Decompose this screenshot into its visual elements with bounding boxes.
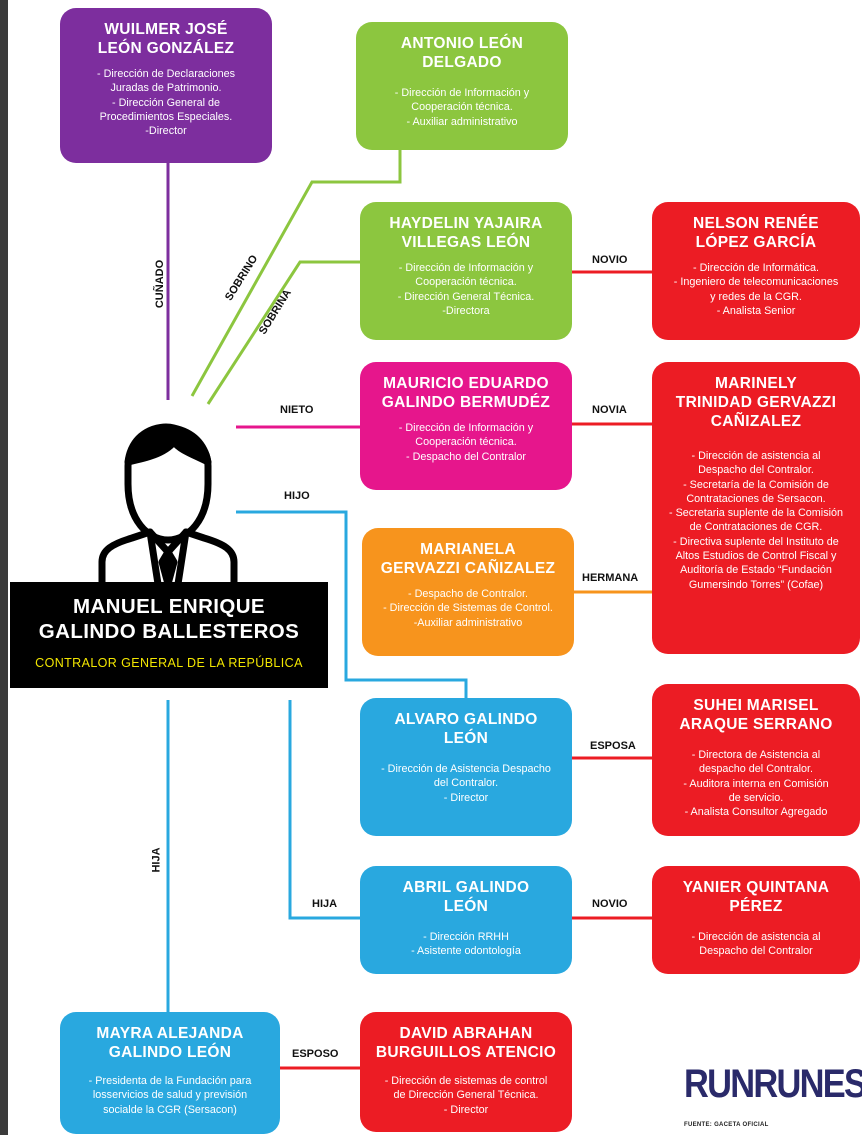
node-line: de servicio. [728, 791, 784, 804]
node-line: - Director [443, 791, 489, 804]
node-line: y redes de la CGR. [710, 290, 802, 303]
relation-label-novia: NOVIA [592, 404, 627, 416]
node-mayra: MAYRA ALEJANDA GALINDO LEÓN - Presidenta… [60, 1012, 280, 1134]
node-line: losservicios de salud y previsión [92, 1089, 248, 1102]
node-line: despacho del Contralor. [698, 763, 814, 776]
left-edge-bar [0, 0, 8, 1135]
node-antonio: ANTONIO LEÓN DELGADO - Dirección de Info… [356, 22, 568, 150]
relation-label-hija-mayra: HIJA [150, 847, 163, 873]
node-line: - Dirección de Informática. [692, 262, 819, 274]
line-sobrina [206, 260, 360, 405]
relation-label-novio-yanier: NOVIO [592, 898, 628, 910]
relation-label-novio-nelson: NOVIO [592, 254, 628, 266]
node-line: Contrataciones de Sersacon. [686, 492, 826, 505]
node-name: MARINELY TRINIDAD GERVAZZI CAÑIZALEZ [675, 375, 837, 430]
node-wuilmer: WUILMER JOSÉ LEÓN GONZÁLEZ - Dirección d… [60, 8, 272, 163]
central-name: MANUEL ENRIQUE GALINDO BALLESTEROS [38, 595, 300, 643]
node-abril: ABRIL GALINDO LEÓN - Dirección RRHH - As… [360, 866, 572, 974]
node-name: YANIER QUINTANA PÉREZ [682, 879, 830, 915]
relation-label-esposa: ESPOSA [590, 740, 636, 752]
node-line: Cooperación técnica. [411, 101, 513, 114]
node-line: - Dirección RRHH [423, 931, 509, 943]
node-line: Gumersindo Torres” (Cofae) [688, 578, 824, 591]
node-david: DAVID ABRAHAN BURGUILLOS ATENCIO - Direc… [360, 1012, 572, 1132]
node-yanier: YANIER QUINTANA PÉREZ - Dirección de asi… [652, 866, 860, 974]
node-line: - Secretaria suplente de la Comisión [668, 507, 844, 520]
source-note: FUENTE: GACETA OFICIAL [684, 1122, 769, 1128]
node-line: socialde la CGR (Sersacon) [103, 1103, 237, 1116]
node-line: de Contrataciones de CGR. [689, 521, 823, 534]
node-marinely: MARINELY TRINIDAD GERVAZZI CAÑIZALEZ - D… [652, 362, 860, 654]
node-name: HAYDELIN YAJAIRA VILLEGAS LEÓN [389, 215, 543, 251]
node-line: - Directora de Asistencia al [691, 749, 821, 761]
node-line: - Analista Senior [716, 304, 796, 317]
line-hijo [236, 510, 468, 698]
node-line: - Auditora interna en Comisión [683, 777, 829, 790]
node-name: WUILMER JOSÉ LEÓN GONZÁLEZ [97, 21, 235, 57]
node-line: - Dirección de Declaraciones [96, 68, 236, 80]
node-name: ALVARO GALINDO LEÓN [394, 711, 538, 747]
node-name: MARIANELA GERVAZZI CAÑIZALEZ [380, 541, 556, 577]
node-line: - Analista Consultor Agregado [684, 806, 828, 819]
node-line: - Ingeniero de telecomunicaciones [673, 276, 839, 289]
node-line: - Presidenta de la Fundación para [88, 1075, 252, 1087]
node-line: - Auxiliar administrativo [406, 115, 518, 128]
node-line: - Dirección de sistemas de control [384, 1075, 548, 1087]
node-line: - Directiva suplente del Instituto de [673, 535, 839, 548]
node-name: MAURICIO EDUARDO GALINDO BERMUDÉZ [381, 375, 551, 411]
node-line: - Dirección de Asistencia Despacho [381, 763, 551, 775]
node-line: - Dirección General Técnica. [397, 290, 535, 303]
node-line: Juradas de Patrimonio. [110, 82, 222, 95]
runrunes-logo: RUNRUNES [684, 1062, 862, 1106]
node-line: -Director [145, 125, 187, 138]
node-name: NELSON RENÉE LÓPEZ GARCÍA [693, 215, 819, 251]
line-hija-abril [288, 700, 362, 920]
node-mauricio: MAURICIO EDUARDO GALINDO BERMUDÉZ - Dire… [360, 362, 572, 490]
node-marianela: MARIANELA GERVAZZI CAÑIZALEZ - Despacho … [362, 528, 574, 656]
node-line: Procedimientos Especiales. [99, 110, 233, 123]
node-line: - Dirección de asistencia al [691, 931, 821, 943]
node-alvaro: ALVARO GALINDO LEÓN - Dirección de Asist… [360, 698, 572, 836]
relation-label-hijo: HIJO [284, 490, 310, 502]
node-line: - Dirección de asistencia al [691, 450, 821, 462]
node-line: Cooperación técnica. [415, 276, 517, 289]
node-line: - Secretaría de la Comisión de [683, 478, 829, 491]
line-sobrino [190, 150, 402, 397]
relation-label-cunado: CUÑADO [154, 259, 167, 309]
relation-label-hermana: HERMANA [582, 572, 639, 584]
relation-label-nieto: NIETO [280, 404, 314, 416]
node-line: Auditoría de Estado “Fundación [680, 564, 832, 577]
node-line: de Dirección General Técnica. [393, 1089, 539, 1102]
central-title: CONTRALOR GENERAL DE LA REPÚBLICA [35, 656, 303, 670]
relation-label-esposo: ESPOSO [292, 1048, 339, 1060]
node-line: - Dirección de Sistemas de Control. [383, 602, 553, 615]
node-line: Despacho del Contralor [699, 945, 813, 958]
node-name: ANTONIO LEÓN DELGADO [400, 35, 524, 71]
node-line: Cooperación técnica. [415, 436, 517, 449]
node-line: - Dirección de Información y [398, 262, 534, 274]
node-nelson: NELSON RENÉE LÓPEZ GARCÍA - Dirección de… [652, 202, 860, 340]
node-line: Altos Estudios de Control Fiscal y [675, 550, 837, 563]
node-line: -Auxiliar administrativo [413, 616, 523, 629]
node-line: - Despacho de Contralor. [407, 588, 529, 600]
node-line: - Dirección de Información y [398, 422, 534, 434]
node-suhei: SUHEI MARISEL ARAQUE SERRANO - Directora… [652, 684, 860, 836]
node-name: SUHEI MARISEL ARAQUE SERRANO [679, 697, 833, 733]
node-name: ABRIL GALINDO LEÓN [402, 879, 530, 915]
central-person-panel: MANUEL ENRIQUE GALINDO BALLESTEROS CONTR… [10, 582, 328, 688]
node-name: MAYRA ALEJANDA GALINDO LEÓN [96, 1025, 244, 1061]
node-name: DAVID ABRAHAN BURGUILLOS ATENCIO [375, 1025, 557, 1061]
node-line: Despacho del Contralor. [698, 464, 814, 477]
node-line: -Directora [442, 304, 490, 317]
node-haydelin: HAYDELIN YAJAIRA VILLEGAS LEÓN - Direcci… [360, 202, 572, 340]
relation-label-hija-abril: HIJA [312, 898, 338, 910]
node-line: - Asistente odontología [411, 945, 521, 958]
person-avatar-icon [98, 423, 238, 586]
node-line: - Despacho del Contralor [405, 450, 527, 463]
node-line: del Contralor. [433, 777, 499, 790]
node-line: - Dirección General de [111, 96, 221, 109]
node-line: - Dirección de Información y [394, 87, 530, 99]
node-line: - Director [443, 1103, 489, 1116]
